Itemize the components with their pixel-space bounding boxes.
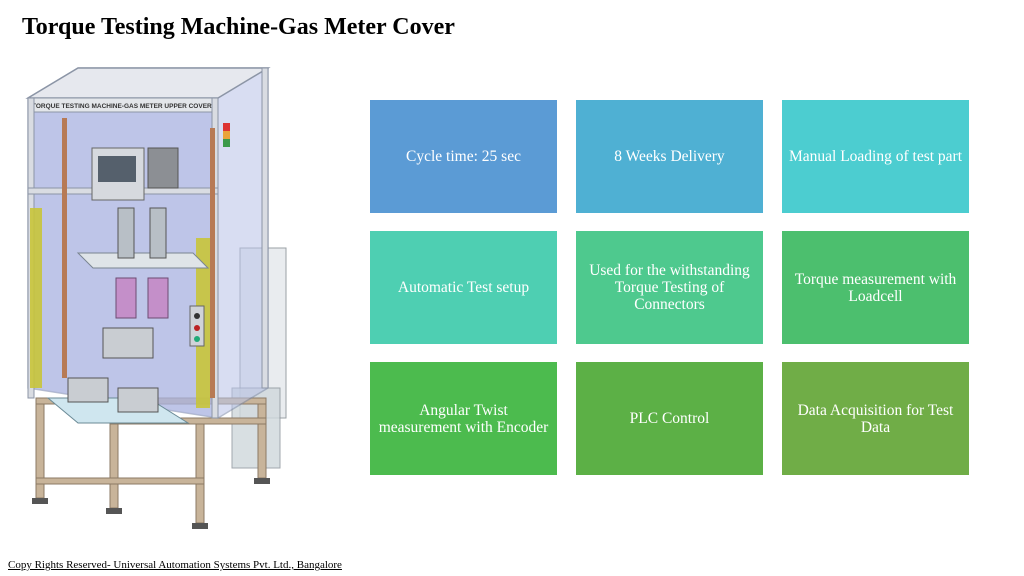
feature-tile-manual-loading: Manual Loading of test part	[782, 100, 969, 213]
machine-illustration: TORQUE TESTING MACHINE-GAS METER UPPER C…	[25, 67, 287, 529]
feature-tile-connector-testing: Used for the withstanding Torque Testing…	[576, 231, 763, 344]
feature-tile-angular-twist: Angular Twist measurement with Encoder	[370, 362, 557, 475]
feature-tile-automatic-setup: Automatic Test setup	[370, 231, 557, 344]
copyright-footer: Copy Rights Reserved- Universal Automati…	[8, 559, 342, 571]
feature-tile-data-acquisition: Data Acquisition for Test Data	[782, 362, 969, 475]
slide-title: Torque Testing Machine-Gas Meter Cover	[22, 14, 455, 40]
feature-tile-torque-loadcell: Torque measurement with Loadcell	[782, 231, 969, 344]
feature-tile-delivery: 8 Weeks Delivery	[576, 100, 763, 213]
feature-grid: Cycle time: 25 sec 8 Weeks Delivery Manu…	[370, 100, 969, 475]
feature-tile-plc-control: PLC Control	[576, 362, 763, 475]
feature-tile-cycle-time: Cycle time: 25 sec	[370, 100, 557, 213]
machine-label: TORQUE TESTING MACHINE-GAS METER UPPER C…	[32, 103, 212, 110]
